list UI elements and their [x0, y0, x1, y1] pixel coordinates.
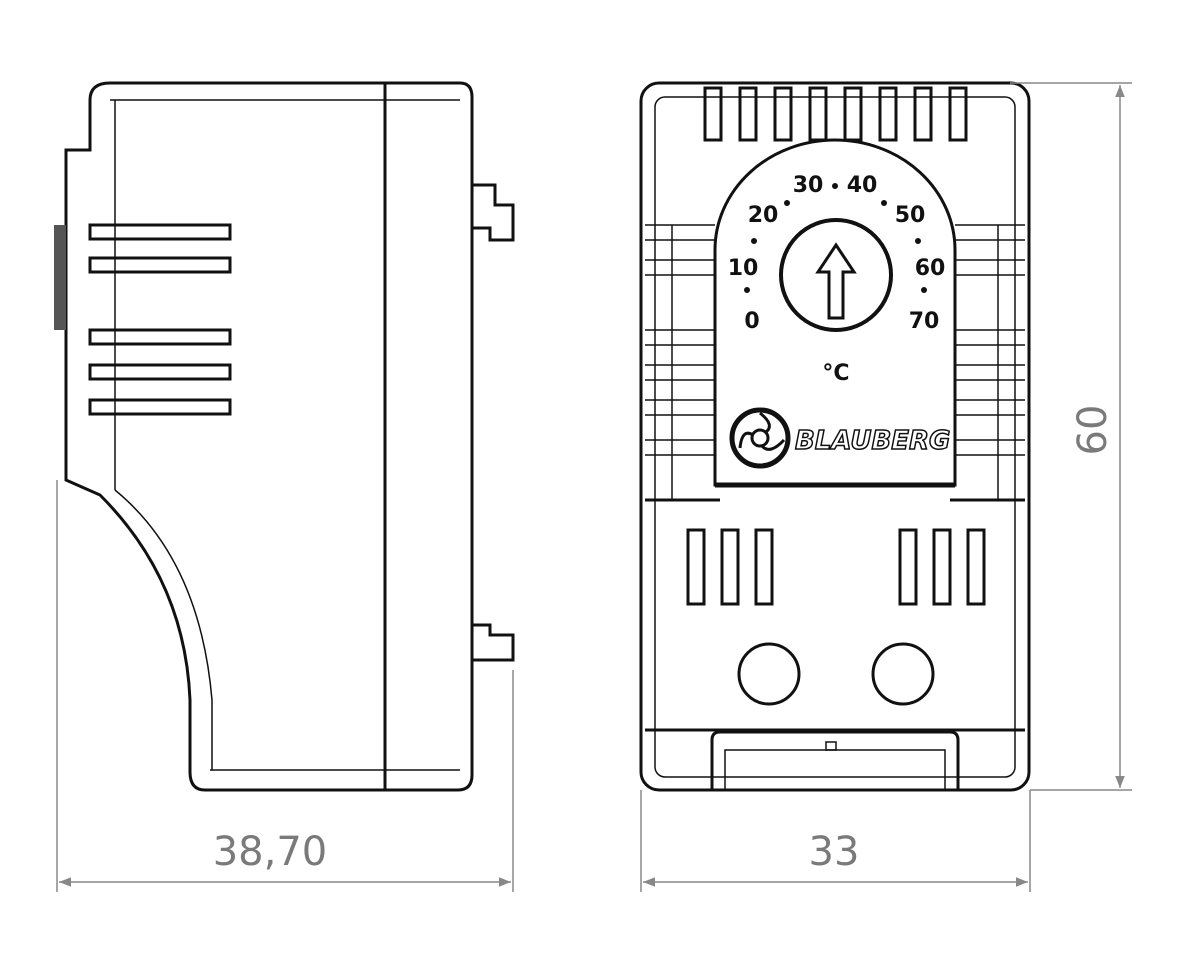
side-clip: [54, 225, 66, 330]
scale-label: 30: [793, 173, 824, 198]
width-value: 33: [809, 829, 860, 875]
height-value: 60: [1070, 405, 1116, 456]
side-view: [54, 81, 515, 792]
scale-label: 70: [909, 309, 940, 334]
din-rail-latch: [710, 730, 960, 790]
terminal-slots: [686, 528, 986, 606]
scale-label: 50: [895, 203, 926, 228]
unit-label: °C: [822, 361, 849, 386]
fan-logo-icon: [729, 407, 791, 469]
dial-scale: 0 10 20 30 40 50 60 70 °C: [728, 173, 946, 386]
scale-label: 40: [847, 173, 878, 198]
arrow-up-icon: [815, 242, 857, 320]
dimension-depth: 38,70: [56, 480, 514, 892]
front-view: 0 10 20 30 40 50 60 70 °C BLAUBERG: [639, 81, 1031, 792]
temperature-knob[interactable]: [779, 218, 893, 332]
brand-name: BLAUBERG: [795, 426, 950, 456]
dimension-height: 60: [1010, 82, 1132, 791]
scale-label: 20: [748, 203, 779, 228]
scale-label: 10: [728, 256, 759, 281]
cable-entry-right: [871, 642, 935, 706]
din-clip-bottom: [472, 623, 515, 662]
dial-plate: [713, 138, 957, 487]
side-vents: [88, 223, 232, 416]
brand-logo: BLAUBERG: [729, 407, 951, 469]
top-vents: [703, 86, 968, 142]
side-ribs: [645, 224, 1025, 502]
cable-entry-left: [737, 642, 801, 706]
scale-label: 0: [744, 309, 759, 334]
din-clip-top: [472, 183, 515, 242]
scale-label: 60: [915, 256, 946, 281]
depth-value: 38,70: [213, 829, 328, 875]
dimension-width: 33: [640, 790, 1031, 892]
